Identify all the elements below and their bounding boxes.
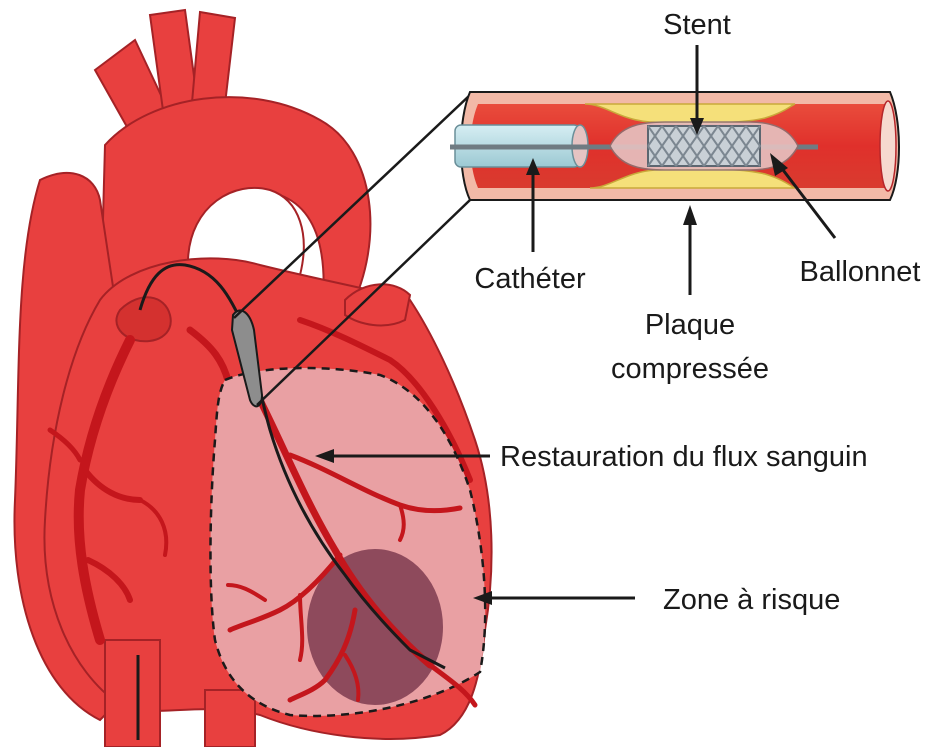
flow-label: Restauration du flux sanguin (500, 441, 868, 473)
artery-branch-4 (300, 595, 302, 660)
stent-mesh (648, 126, 760, 166)
catheter-label: Cathéter (474, 263, 586, 295)
inferior-vessel (105, 640, 160, 747)
vessel-end-cap (880, 101, 896, 191)
risk-label: Zone à risque (663, 584, 840, 616)
vessel-zoom (450, 92, 899, 200)
plaque-label-line1: Plaque (645, 309, 735, 341)
plaque-label-line2: compressée (611, 353, 769, 385)
inferior-vessel-2 (205, 690, 255, 747)
plaque-arrowhead (683, 205, 697, 225)
balloon-label: Ballonnet (800, 256, 921, 288)
heart (14, 10, 491, 747)
stent-label: Stent (663, 9, 731, 41)
